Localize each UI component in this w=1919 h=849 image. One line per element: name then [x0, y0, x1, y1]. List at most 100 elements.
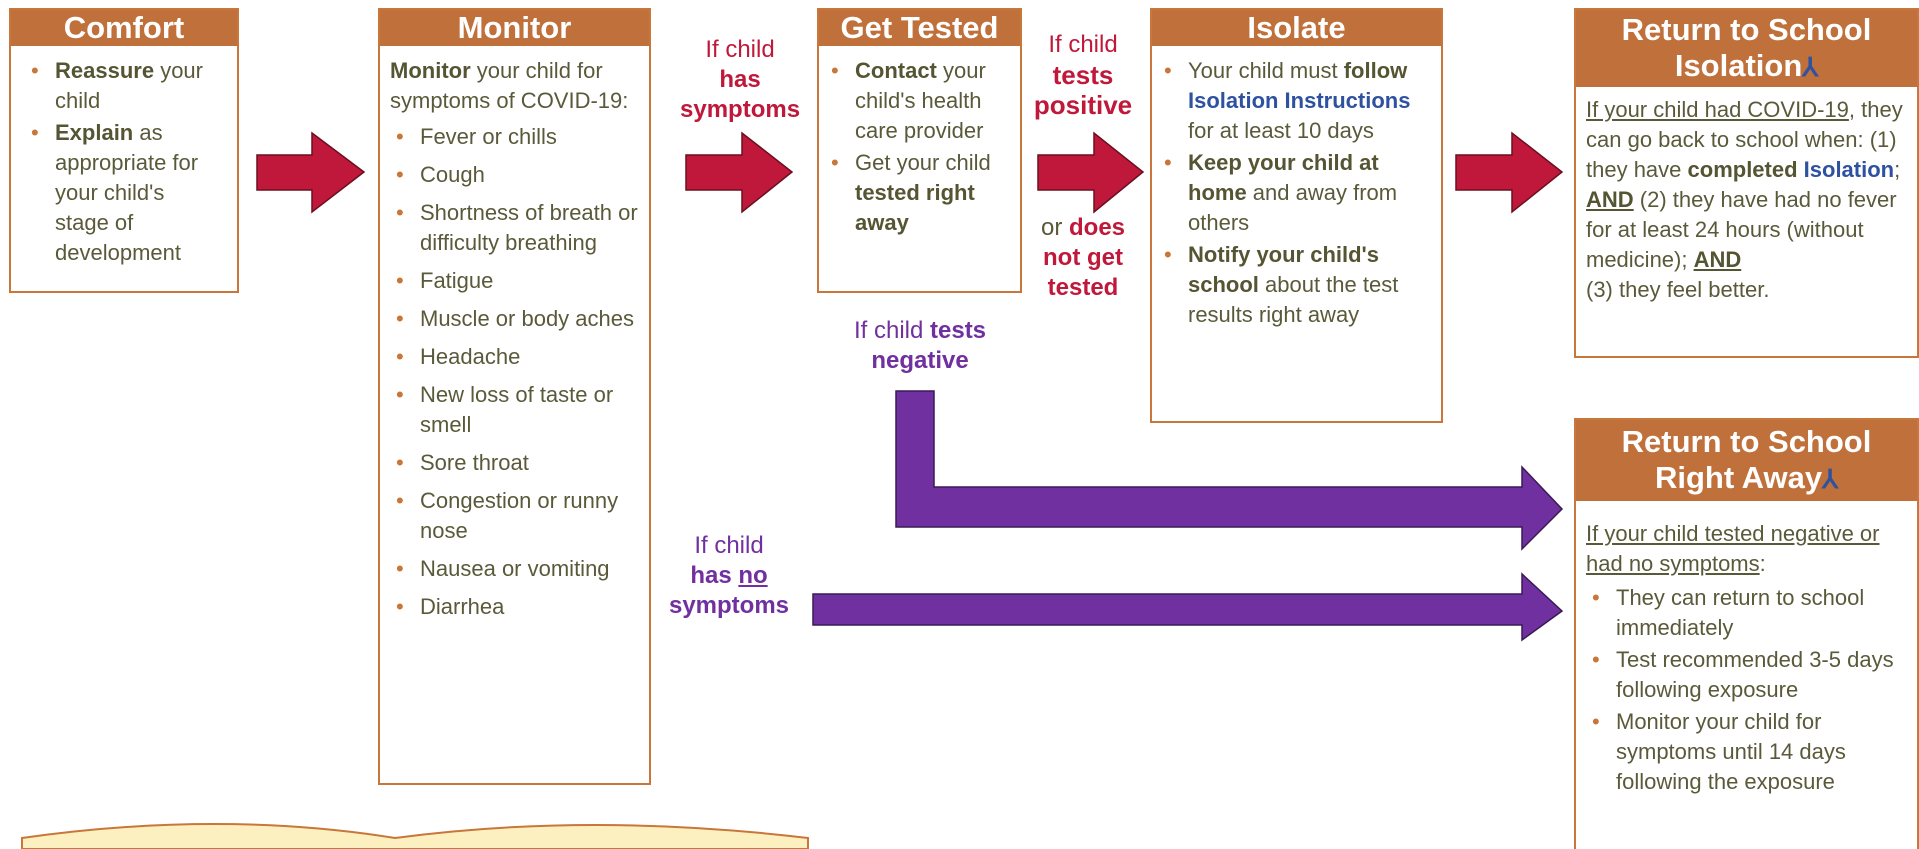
monitor-panel: Monitor Monitor your child for symptoms …: [378, 8, 651, 785]
label-no-symptoms-no: no: [738, 562, 768, 589]
bottom-banner: [21, 823, 809, 849]
monitor-intro-bold: Monitor: [390, 58, 471, 83]
symptom-item: New loss of taste or smell: [390, 380, 639, 440]
get-tested-test-text: Get your child: [855, 150, 991, 175]
label-negative-line1: If child tests: [830, 316, 1010, 346]
label-positive-line1: If child: [1048, 31, 1118, 58]
label-not-tested-or: or: [1040, 214, 1069, 241]
return-right-away-title: Return to School Right Away⅄: [1576, 420, 1917, 501]
label-no-symptoms-line2: has no: [656, 561, 802, 591]
get-tested-contact-text: your child's health care provider: [855, 58, 986, 143]
arrow-nosymptoms-to-return: [812, 572, 1564, 642]
isolate-follow-bold: follow: [1343, 58, 1408, 83]
label-has-symptoms: If child has symptoms: [680, 35, 800, 125]
return-isolation-text-b: ;: [1894, 157, 1901, 182]
label-tests-negative: If child tests negative: [830, 316, 1010, 376]
return-right-away-intro: If your child tested negative or had no …: [1586, 519, 1907, 579]
isolate-home-text: and away from others: [1188, 180, 1398, 235]
label-tests-positive: If child tests positive: [1028, 30, 1138, 120]
get-tested-test-bold: tested right away: [855, 180, 975, 235]
label-has-symptoms-line3: symptoms: [680, 96, 801, 123]
isolate-item-follow: Your child must follow Isolation Instruc…: [1158, 56, 1431, 146]
symptom-item: Congestion or runny nose: [390, 486, 639, 546]
label-has-symptoms-line2: has: [719, 66, 761, 93]
get-tested-item-contact: Contact your child's health care provide…: [825, 56, 1014, 146]
return-isolation-title: Return to School Isolation⅄: [1576, 10, 1917, 87]
return-isolation-text: If your child had COVID-19, they can go …: [1586, 95, 1907, 305]
label-no-symptoms-has: has: [690, 562, 739, 589]
label-positive-line3: positive: [1033, 90, 1133, 120]
return-isolation-text-d: (3) they feel better.: [1586, 277, 1770, 302]
get-tested-title: Get Tested: [819, 10, 1020, 46]
monitor-intro-text: your child for symptoms of COVID-19:: [390, 58, 629, 113]
return-right-away-panel: Return to School Right Away⅄ If your chi…: [1574, 418, 1919, 849]
isolate-follow-text-b: for at least 10 days: [1188, 118, 1374, 143]
comfort-item-reassure: Reassure your child: [25, 56, 223, 116]
arrow-tested-to-isolate: [1037, 131, 1145, 214]
return-right-away-underline: If your child tested negative or had no …: [1586, 521, 1880, 576]
label-negative-tests: tests: [930, 317, 987, 344]
arrow-negative-to-return: [895, 390, 1564, 551]
label-negative-if-child: If child: [853, 317, 930, 344]
comfort-title: Comfort: [11, 10, 237, 46]
symptom-item: Headache: [390, 342, 639, 372]
return-right-away-title-line2: Right Away: [1655, 460, 1823, 495]
return-isolation-panel: Return to School Isolation⅄ If your chil…: [1574, 8, 1919, 358]
return-isolation-title-line2: Isolation: [1674, 48, 1803, 83]
get-tested-item-test: Get your child tested right away: [825, 148, 1014, 238]
monitor-intro: Monitor your child for symptoms of COVID…: [390, 56, 639, 116]
comfort-item-explain-bold: Explain: [55, 120, 134, 145]
return-right-away-colon: :: [1759, 551, 1766, 576]
arrow-comfort-to-monitor: [256, 131, 366, 214]
label-positive-line2: tests: [1052, 60, 1114, 90]
return-isolation-and1: AND: [1586, 187, 1634, 212]
label-not-tested-line1: or does: [1028, 213, 1138, 243]
label-not-tested-does: does: [1069, 214, 1126, 241]
symptom-item: Fatigue: [390, 266, 639, 296]
label-negative-line2: negative: [871, 347, 969, 374]
label-not-tested: or does not get tested: [1028, 213, 1138, 303]
isolate-instructions-link[interactable]: Isolation Instructions: [1188, 88, 1411, 113]
return-isolation-title-line2-wrap: Isolation⅄: [1576, 48, 1917, 85]
return-isolation-and2: AND: [1693, 247, 1742, 272]
isolate-follow-text-a: Your child must: [1188, 58, 1344, 83]
comfort-item-explain: Explain as appropriate for your child's …: [25, 118, 223, 268]
comfort-item-reassure-bold: Reassure: [55, 58, 155, 83]
return-right-away-item: Monitor your child for symptoms until 14…: [1586, 707, 1907, 797]
isolate-item-home: Keep your child at home and away from ot…: [1158, 148, 1431, 238]
label-not-tested-line2: not get: [1043, 244, 1123, 271]
isolate-title: Isolate: [1152, 10, 1441, 46]
symptom-item: Diarrhea: [390, 592, 639, 622]
return-isolation-link[interactable]: Isolation: [1803, 157, 1895, 182]
return-right-away-item: Test recommended 3-5 days following expo…: [1586, 645, 1907, 705]
return-isolation-text-c: (2) they have had no fever for at least …: [1586, 187, 1897, 272]
symptom-item: Fever or chills: [390, 122, 639, 152]
isolate-home-bold: Keep your child at home: [1188, 150, 1379, 205]
return-isolation-title-line1: Return to School: [1621, 12, 1872, 47]
isolate-item-notify: Notify your child's school about the tes…: [1158, 240, 1431, 330]
symptom-item: Sore throat: [390, 448, 639, 478]
return-right-away-item: They can return to school immediately: [1586, 583, 1907, 643]
airplane-icon: ⅄: [1802, 52, 1819, 82]
label-no-symptoms-line1: If child: [694, 532, 764, 559]
symptom-item: Muscle or body aches: [390, 304, 639, 334]
isolate-notify-bold: Notify your child's school: [1188, 242, 1380, 297]
comfort-panel: Comfort Reassure your child Explain as a…: [9, 8, 239, 293]
return-isolation-bold: completed: [1687, 157, 1804, 182]
comfort-item-explain-text: as appropriate for your child's stage of…: [55, 120, 199, 265]
return-isolation-text-a: , they can go back to school when: (1) t…: [1586, 97, 1903, 182]
symptom-item: Nausea or vomiting: [390, 554, 639, 584]
airplane-icon: ⅄: [1822, 464, 1838, 494]
monitor-title: Monitor: [380, 10, 649, 46]
label-no-symptoms-line3: symptoms: [668, 592, 790, 619]
return-right-away-title-line2-wrap: Right Away⅄: [1576, 460, 1917, 497]
symptom-item: Shortness of breath or difficulty breath…: [390, 198, 639, 258]
label-has-symptoms-line1: If child: [705, 36, 775, 63]
label-no-symptoms: If child has no symptoms: [656, 531, 802, 621]
comfort-item-reassure-text: your child: [55, 58, 203, 113]
isolate-panel: Isolate Your child must follow Isolation…: [1150, 8, 1443, 423]
get-tested-contact-bold: Contact: [855, 58, 937, 83]
arrow-isolate-to-return: [1455, 131, 1564, 214]
isolate-notify-text: about the test results right away: [1188, 272, 1399, 327]
